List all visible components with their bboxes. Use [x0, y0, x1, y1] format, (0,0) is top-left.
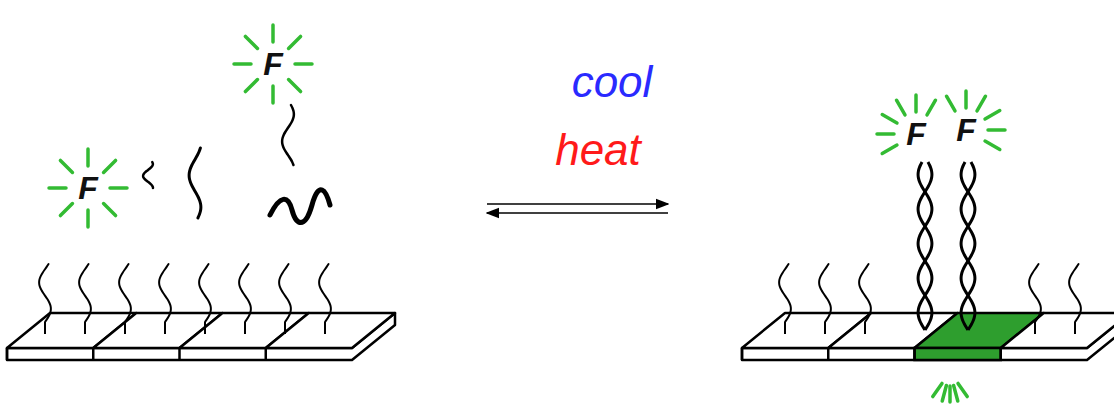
dna-duplex — [918, 162, 932, 330]
fluorescence-glow — [245, 36, 257, 48]
fluorescence-glow — [985, 111, 1000, 120]
fluorescence-glow — [977, 96, 986, 111]
dna-probe — [39, 264, 51, 322]
dna-probe — [159, 264, 171, 322]
probe-anchor — [284, 322, 286, 334]
fluorescence-glow — [897, 100, 906, 115]
fluorescence-glow — [954, 386, 958, 401]
dna-target — [282, 105, 294, 165]
dna-probe — [819, 264, 831, 322]
fluorescence-glow — [271, 86, 275, 103]
reverse-arrow — [487, 212, 668, 214]
probe-anchor — [1074, 322, 1076, 334]
dna-duplex — [918, 162, 932, 330]
fluorescence-glow — [289, 36, 301, 48]
dna-target — [143, 162, 153, 188]
dna-probe — [1069, 264, 1081, 322]
condition-label: cool — [572, 60, 653, 104]
fluorescence-glow — [245, 80, 257, 92]
dna-target — [189, 148, 201, 218]
probe-anchor — [84, 322, 86, 334]
probe-anchor — [784, 322, 786, 334]
fluorescence-glow — [985, 141, 1000, 150]
probe-anchor — [864, 322, 866, 334]
probe-anchor — [124, 322, 126, 334]
dna-probe — [79, 264, 91, 322]
fluorescence-glow — [104, 160, 116, 172]
probe-anchor — [824, 322, 826, 334]
probe-anchor — [244, 322, 246, 334]
dna-duplex — [961, 162, 975, 330]
fluorescence-glow — [49, 186, 66, 190]
dna-probe — [319, 264, 331, 322]
fluorescence-glow — [60, 204, 72, 216]
dna-probe — [279, 264, 291, 322]
fluorescence-glow — [271, 25, 275, 42]
probe-anchor — [1034, 322, 1036, 334]
fluorophore-label: F — [78, 172, 98, 204]
fluorescence-glow — [86, 149, 90, 166]
dna-target — [270, 190, 330, 223]
forward-arrow — [487, 203, 668, 205]
fluorophore-label: F — [263, 48, 283, 80]
fluorescence-glow — [86, 210, 90, 227]
dna-probe — [199, 264, 211, 322]
fluorophore-label: F — [956, 114, 976, 146]
microarray-slide — [742, 313, 1114, 360]
fluorescence-glow — [948, 386, 952, 402]
fluorescence-glow — [882, 115, 897, 124]
dna-probe — [239, 264, 251, 322]
fluorescence-glow — [942, 386, 946, 401]
dna-probe — [119, 264, 131, 322]
dna-probe — [779, 264, 791, 322]
fluorescence-glow — [958, 383, 967, 396]
dna-duplex — [961, 162, 975, 330]
microarray-slide — [7, 313, 395, 360]
fluorescence-glow — [60, 160, 72, 172]
dna-probe — [859, 264, 871, 322]
fluorescence-glow — [933, 383, 942, 396]
probe-anchor — [324, 322, 326, 334]
fluorescence-glow — [295, 62, 312, 66]
fluorescence-glow — [289, 80, 301, 92]
fluorescence-glow — [964, 91, 968, 108]
fluorophore-label: F — [906, 118, 926, 150]
probe-anchor — [204, 322, 206, 334]
fluorescence-glow — [104, 204, 116, 216]
probe-anchor — [164, 322, 166, 334]
fluorescence-glow — [914, 95, 918, 112]
condition-label: heat — [555, 128, 641, 172]
probe-anchor — [44, 322, 46, 334]
fluorescence-glow — [988, 128, 1005, 132]
fluorescence-glow — [110, 186, 127, 190]
fluorescence-glow — [882, 145, 897, 154]
fluorescence-glow — [877, 132, 894, 136]
fluorescence-glow — [947, 96, 956, 111]
fluorescence-glow — [927, 100, 936, 115]
fluorescence-glow — [234, 62, 251, 66]
dna-probe — [1029, 264, 1041, 322]
